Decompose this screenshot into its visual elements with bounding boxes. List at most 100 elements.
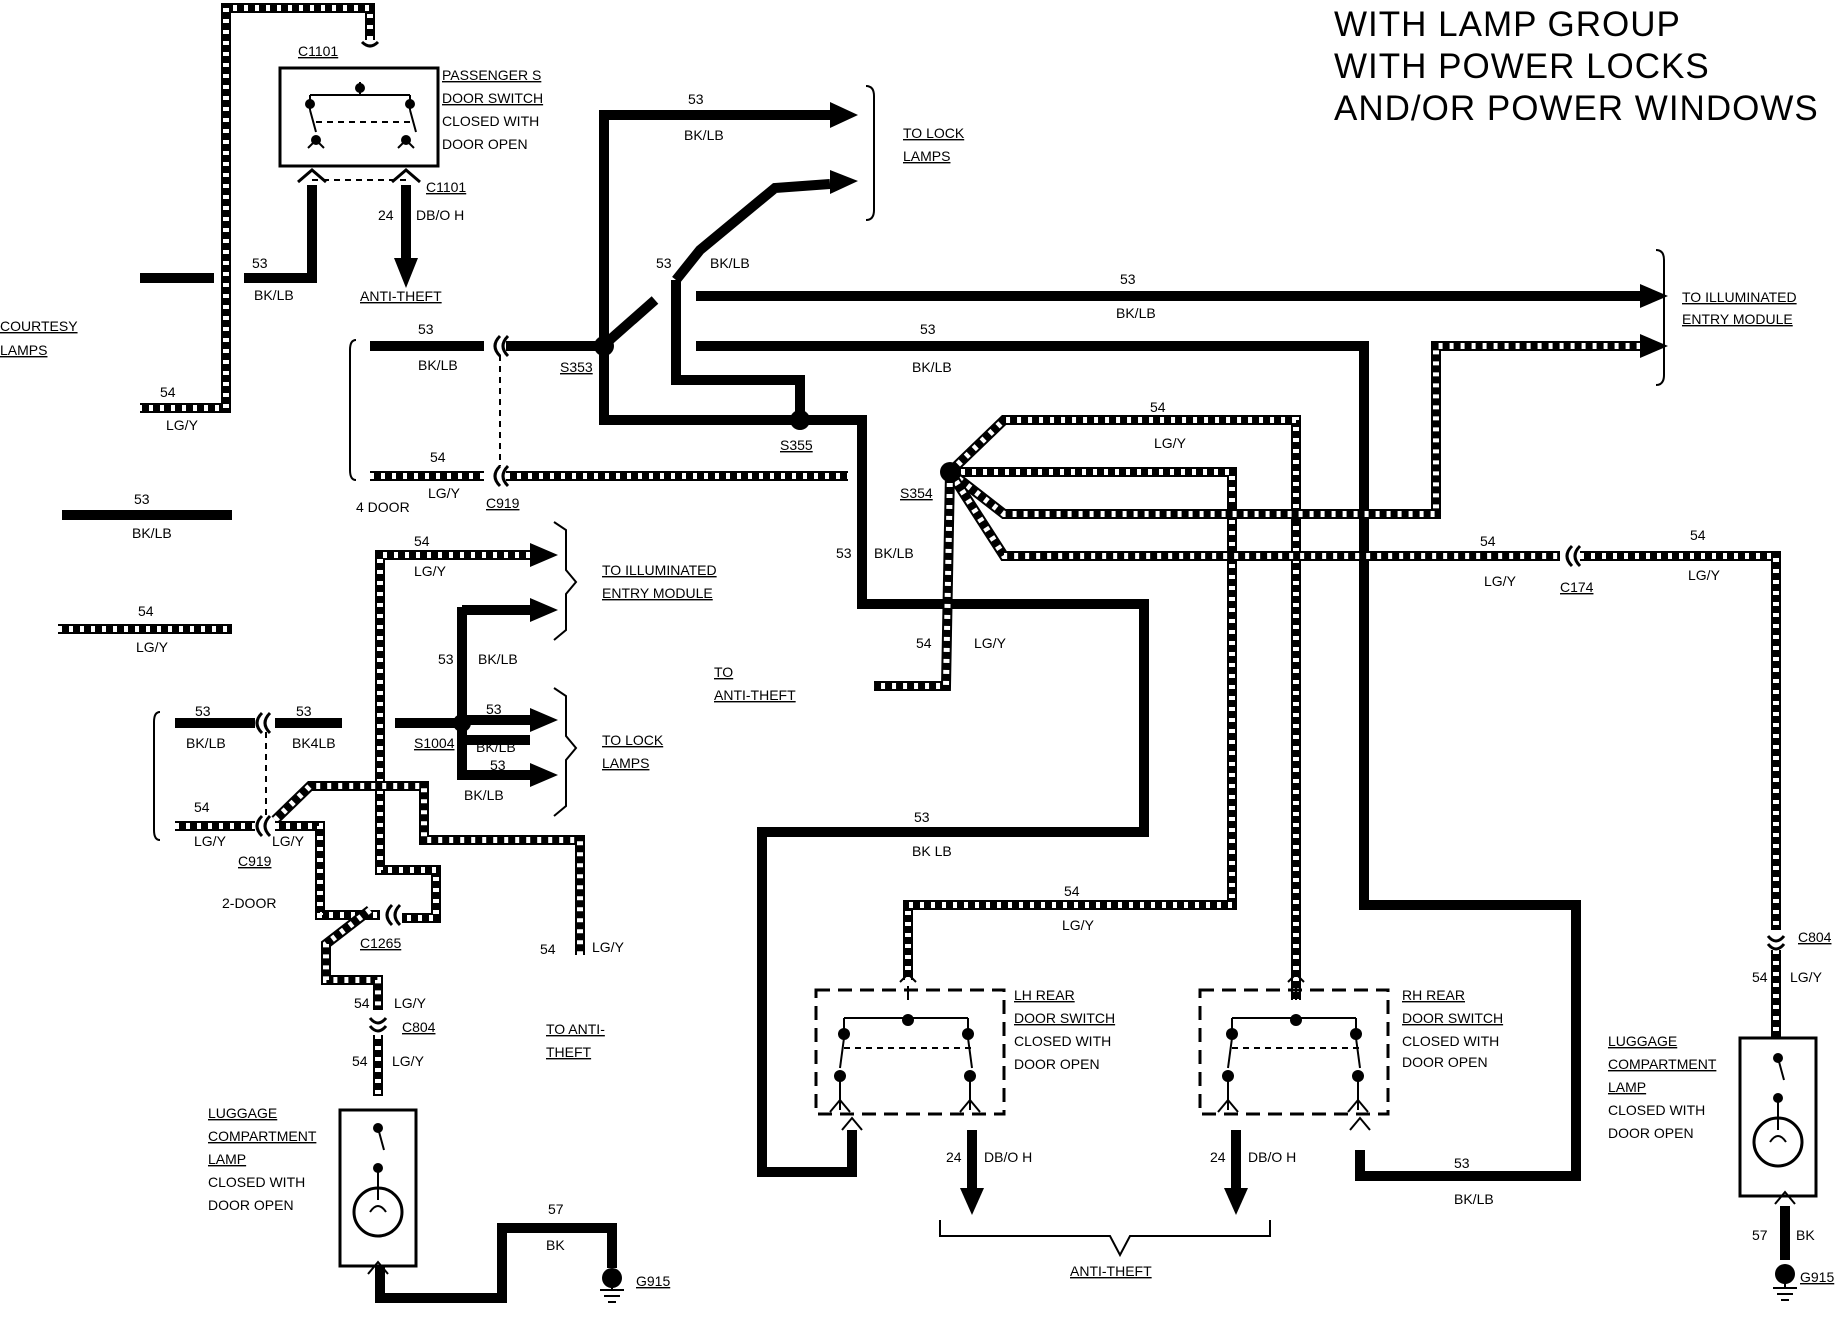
wire-num: 54	[160, 384, 176, 400]
label-rh-1: RH REAR	[1402, 987, 1465, 1003]
label-2-door: 2-DOOR	[222, 895, 276, 911]
label-to-ill-1a: TO ILLUMINATED	[1682, 289, 1797, 305]
wire-color: BK/LB	[874, 545, 914, 561]
wire-color: LG/Y	[272, 833, 305, 849]
wire-color: LG/Y	[1790, 969, 1823, 985]
label-luggage-right-4: CLOSED WITH	[1608, 1102, 1705, 1118]
braces	[153, 85, 1665, 1258]
label-to-lock-1b: LAMPS	[903, 148, 950, 164]
diagram-title: WITH LAMP GROUP WITH POWER LOCKS AND/OR …	[1334, 5, 1819, 128]
wire-num: 54	[540, 941, 556, 957]
label-to-anti-3b: THEFT	[546, 1044, 592, 1060]
label-c1265: C1265	[360, 935, 401, 951]
wire-color: LG/Y	[194, 833, 227, 849]
wire-num: 53	[914, 809, 930, 825]
wire-color: LG/Y	[166, 417, 199, 433]
label-rh-3: CLOSED WITH	[1402, 1033, 1499, 1049]
label-anti-theft-1: ANTI-THEFT	[360, 288, 442, 304]
wire-num: 53	[836, 545, 852, 561]
wire-color: LG/Y	[428, 485, 461, 501]
ground-left	[600, 1268, 624, 1303]
wire-num: 53	[418, 321, 434, 337]
label-c174: C174	[1560, 579, 1594, 595]
wire-color: DB/O H	[416, 207, 464, 223]
wire-color: BK/LB	[710, 255, 750, 271]
wire-num: 53	[656, 255, 672, 271]
wire-color: LG/Y	[1154, 435, 1187, 451]
title-line-2: WITH POWER LOCKS	[1334, 47, 1710, 86]
wire-num: 53	[296, 703, 312, 719]
wire-num: 24	[946, 1149, 962, 1165]
wires-53-bklb	[62, 110, 1790, 1303]
label-to-lock-2a: TO LOCK	[602, 732, 664, 748]
label-rh-2: DOOR SWITCH	[1402, 1010, 1503, 1026]
label-luggage-left-2: COMPARTMENT	[208, 1128, 317, 1144]
label-luggage-left-4: CLOSED WITH	[208, 1174, 305, 1190]
wire-color: LG/Y	[1062, 917, 1095, 933]
wire-num: 53	[195, 703, 211, 719]
title-line-1: WITH LAMP GROUP	[1334, 5, 1681, 44]
wire-num: 53	[252, 255, 268, 271]
wire-num: 54	[194, 799, 210, 815]
wire-color: LG/Y	[394, 995, 427, 1011]
ground-right	[1773, 1264, 1797, 1301]
label-lamps: LAMPS	[0, 342, 47, 358]
wire-num: 57	[548, 1201, 564, 1217]
label-g915-right: G915	[1800, 1269, 1834, 1285]
wire-color: BK LB	[912, 843, 952, 859]
label-luggage-left-1: LUGGAGE	[208, 1105, 277, 1121]
label-lh-2: DOOR SWITCH	[1014, 1010, 1115, 1026]
wire-color: BK/LB	[464, 787, 504, 803]
wire-color: BK4LB	[292, 735, 336, 751]
wire-color: BK/LB	[1116, 305, 1156, 321]
wire-num: 54	[414, 533, 430, 549]
wire-color: LG/Y	[414, 563, 447, 579]
label-lh-4: DOOR OPEN	[1014, 1056, 1100, 1072]
label-c804-left: C804	[402, 1019, 436, 1035]
labels: COURTESY LAMPS C1101 C1101 PASSENGER S D…	[0, 43, 1834, 1289]
wire-num: 57	[1752, 1227, 1768, 1243]
label-anti-theft-bottom: ANTI-THEFT	[1070, 1263, 1152, 1279]
wire-color: DB/O H	[1248, 1149, 1296, 1165]
wire-num: 53	[1120, 271, 1136, 287]
wire-color: BK/LB	[478, 651, 518, 667]
label-c804-right: C804	[1798, 929, 1832, 945]
label-rh-4: DOOR OPEN	[1402, 1054, 1488, 1070]
splices	[453, 336, 960, 732]
wire-num: 24	[1210, 1149, 1226, 1165]
wire-color: LG/Y	[136, 639, 169, 655]
wire-num: 54	[1752, 969, 1768, 985]
wire-color: BK/LB	[186, 735, 226, 751]
wire-color: BK	[1796, 1227, 1815, 1243]
wire-color: BK/LB	[132, 525, 172, 541]
wire-num: 53	[490, 757, 506, 773]
wire-num: 54	[354, 995, 370, 1011]
label-g915-left: G915	[636, 1273, 670, 1289]
label-to-ill-2a: TO ILLUMINATED	[602, 562, 717, 578]
wire-num: 53	[688, 91, 704, 107]
splice-s353	[594, 336, 614, 356]
wire-color: LG/Y	[974, 635, 1007, 651]
wire-color: BK/LB	[254, 287, 294, 303]
label-passenger-3: CLOSED WITH	[442, 113, 539, 129]
wire-color: LG/Y	[392, 1053, 425, 1069]
wire-num: 54	[1480, 533, 1496, 549]
label-s354: S354	[900, 485, 933, 501]
label-s1004: S1004	[414, 735, 455, 751]
passenger-door-switch	[278, 66, 440, 168]
wire-num: 54	[916, 635, 932, 651]
label-lh-3: CLOSED WITH	[1014, 1033, 1111, 1049]
wire-color: LG/Y	[592, 939, 625, 955]
title-line-3: AND/OR POWER WINDOWS	[1334, 89, 1819, 128]
luggage-lamp-right	[1738, 1036, 1818, 1205]
wire-color: BK	[546, 1237, 565, 1253]
luggage-lamp-left	[338, 1108, 418, 1275]
label-luggage-right-2: COMPARTMENT	[1608, 1056, 1717, 1072]
wire-num: 53	[438, 651, 454, 667]
label-c1101-top: C1101	[298, 43, 338, 59]
rh-rear-door-switch	[1198, 972, 1390, 1131]
label-luggage-right-5: DOOR OPEN	[1608, 1125, 1694, 1141]
wire-num: 54	[1150, 399, 1166, 415]
label-lh-1: LH REAR	[1014, 987, 1075, 1003]
label-to-anti-2b: ANTI-THEFT	[714, 687, 796, 703]
